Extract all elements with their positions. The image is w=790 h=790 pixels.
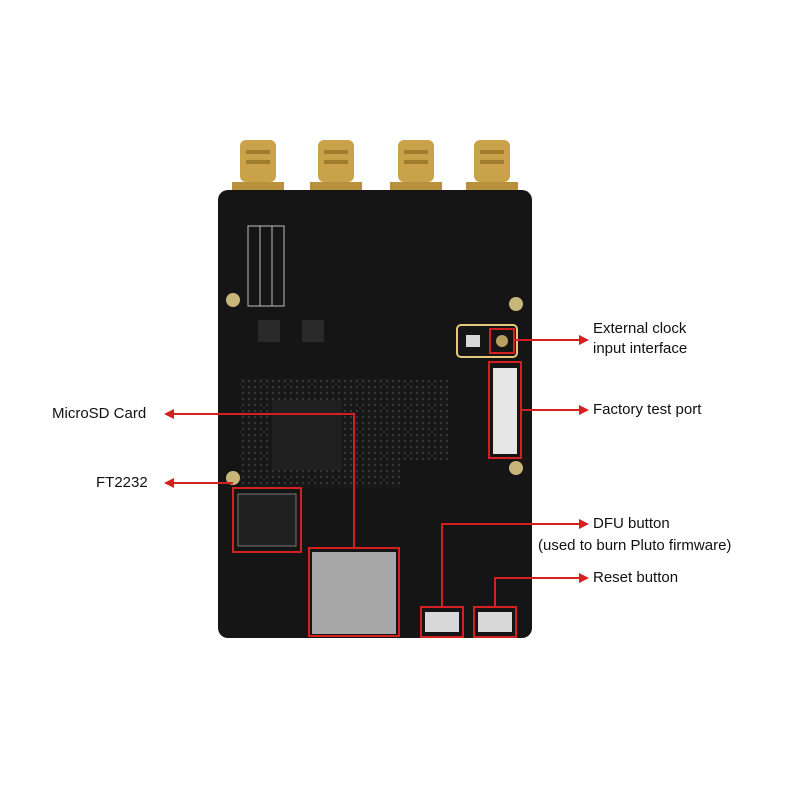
ft2232-label: FT2232	[96, 474, 148, 491]
ext-clock-label-line2: input interface	[593, 340, 688, 357]
microsd-slot	[312, 552, 396, 634]
ic-small-2	[302, 320, 324, 342]
dfu-button-part	[425, 612, 459, 632]
factory-test-label: Factory test port	[593, 401, 702, 418]
ufl-connector	[496, 335, 508, 347]
mounting-holes	[226, 293, 523, 485]
reset-button-part	[478, 612, 512, 632]
ft2232-chip	[237, 493, 297, 547]
main-chip	[272, 400, 342, 470]
dfu-label-line2: (used to burn Pluto firmware)	[538, 537, 732, 554]
ext-clock-label-line1: External clock	[593, 320, 687, 337]
reset-arrow	[494, 573, 589, 607]
silkscreen-table	[247, 225, 285, 307]
clock-connector	[466, 335, 480, 347]
ft2232-box	[232, 487, 302, 553]
microsd-label: MicroSD Card	[52, 405, 147, 422]
dfu-label-line1: DFU button	[593, 515, 670, 532]
microsd-arrow	[164, 409, 355, 548]
bga-chip	[368, 380, 448, 460]
annotation-lines	[164, 335, 589, 607]
ic-small-1	[258, 320, 280, 342]
factory-test-port-connector	[493, 368, 517, 454]
reset-label: Reset button	[593, 569, 679, 586]
dfu-arrow	[441, 519, 589, 607]
